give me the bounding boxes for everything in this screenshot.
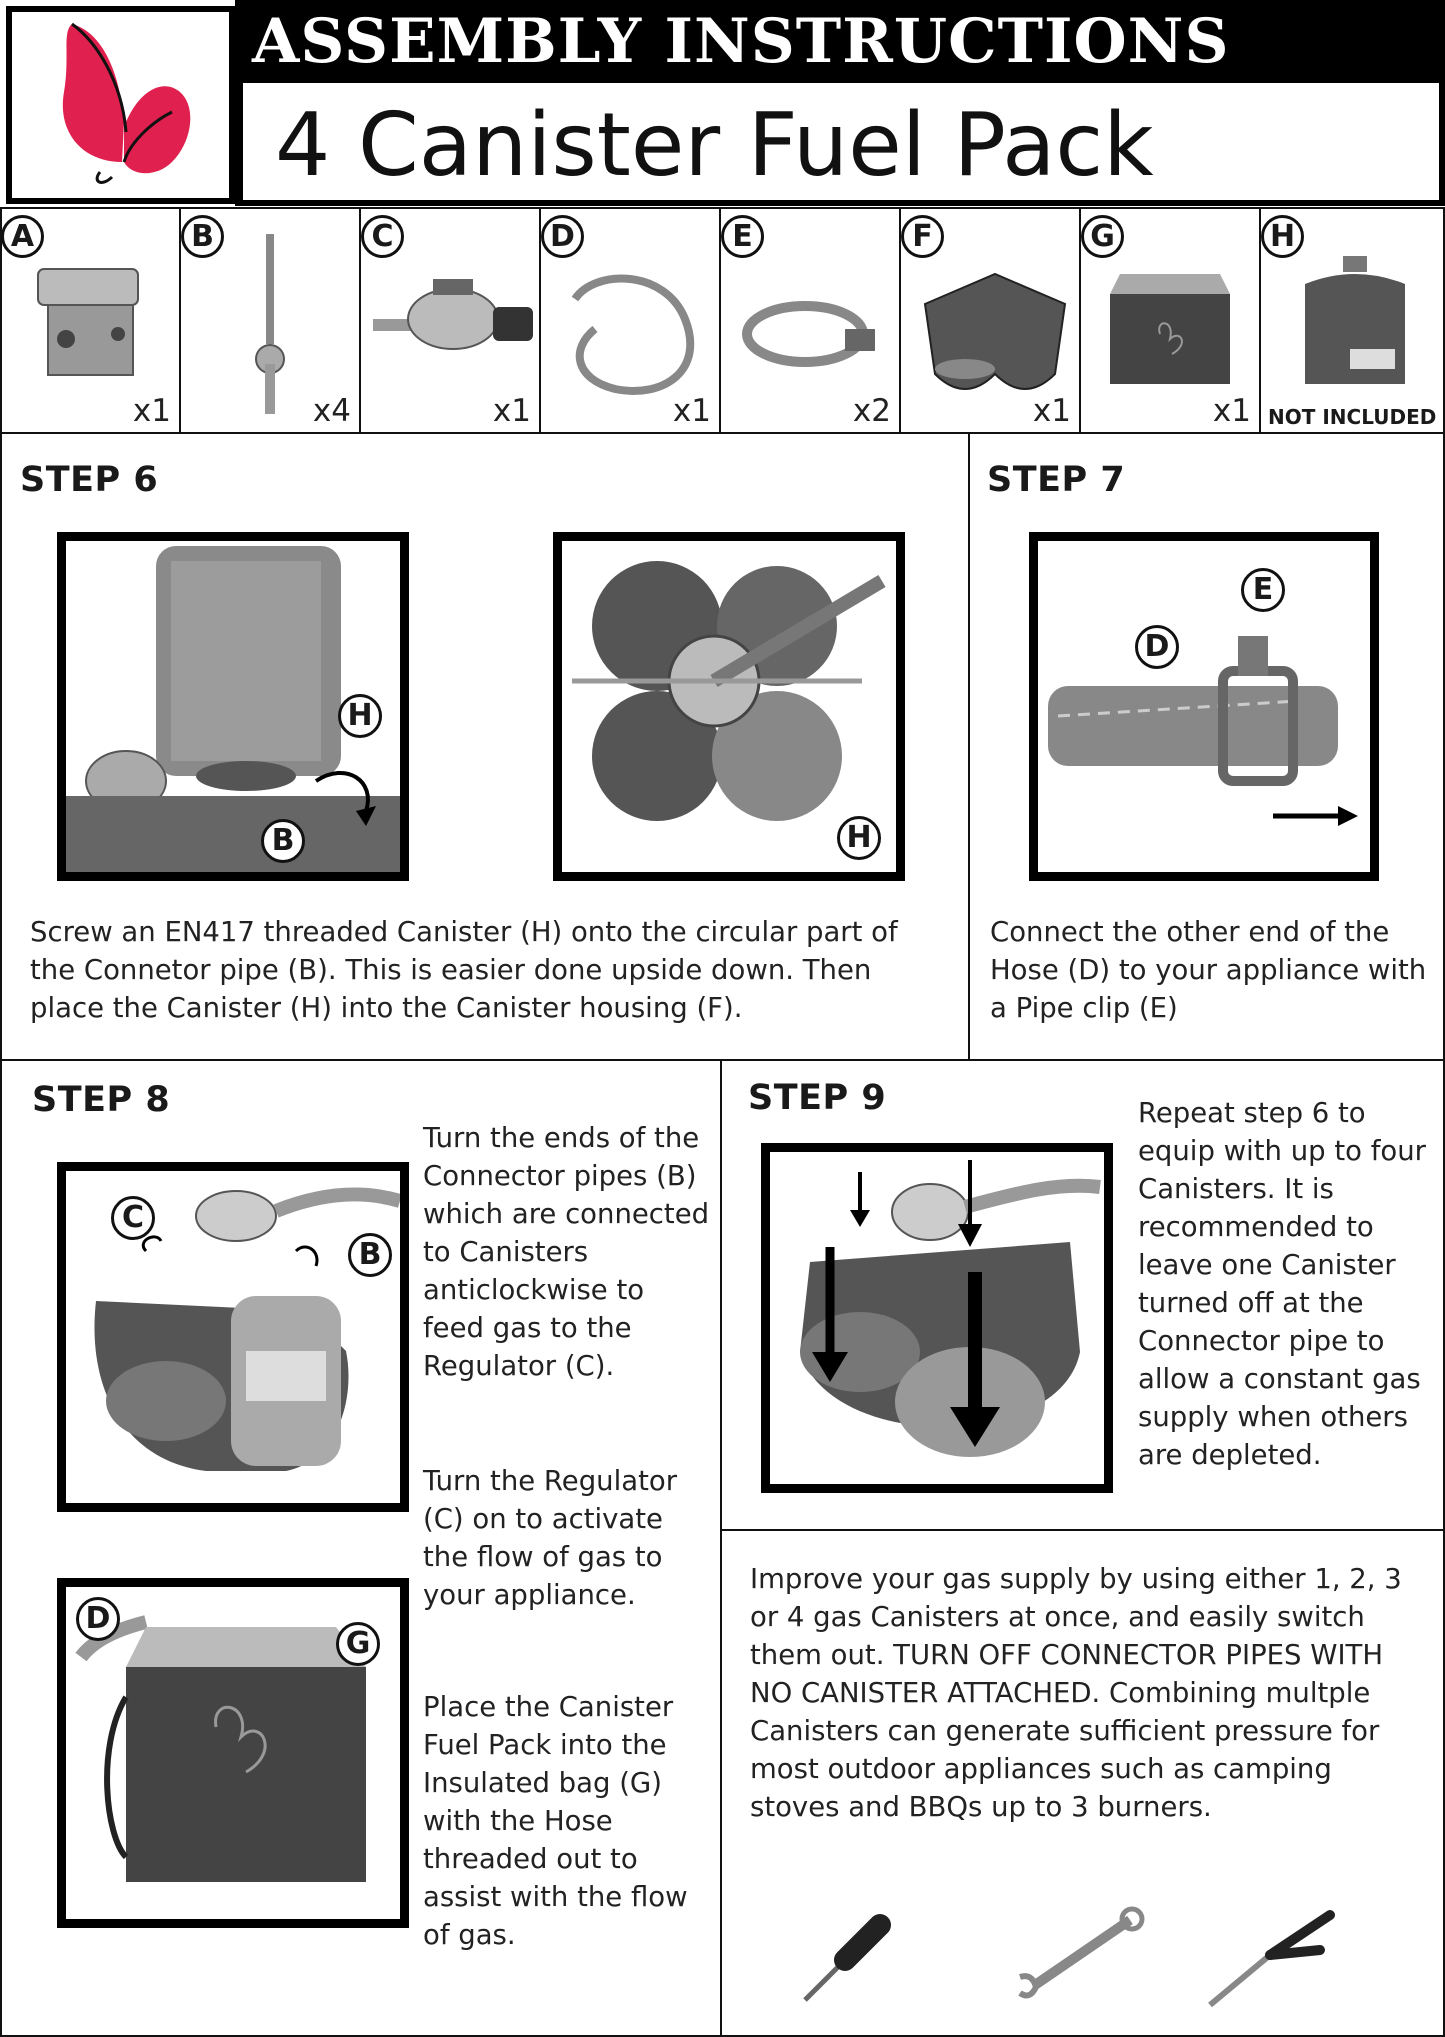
callout-h: H [837, 816, 881, 860]
part-letter: E [721, 215, 764, 258]
divider [968, 432, 970, 1060]
step-7-photo: E D [1029, 532, 1379, 881]
info-text: Improve your gas supply by using either … [750, 1563, 1402, 1823]
header-bar [235, 0, 1445, 83]
insulated-bag-icon [1110, 274, 1230, 384]
step-7-text: Connect the other end of the Hose (D) to… [990, 916, 1427, 1024]
part-letter: B [181, 215, 224, 258]
gas-canister-icon [1305, 256, 1405, 384]
insert-canisters-icon [800, 1160, 1101, 1457]
divider [0, 432, 1445, 434]
part-letter: G [1081, 215, 1124, 258]
step-9-photo [761, 1143, 1113, 1493]
callout-h: H [338, 694, 382, 738]
callout-b: B [348, 1233, 392, 1277]
step-9-text: Repeat step 6 to equip with up to four C… [1138, 1097, 1426, 1471]
part-a: A x1 [0, 209, 181, 433]
connector-block-icon [37, 268, 139, 376]
step-8-text-2: Turn the Regulator (C) on to activate th… [423, 1465, 677, 1611]
part-d: D x1 [540, 209, 721, 433]
product-title: 4 Canister Fuel Pack [275, 94, 1154, 196]
canister-upside-down-icon [66, 546, 400, 872]
step-6-photo-1: H B [57, 532, 409, 881]
hose-icon [571, 274, 695, 395]
callout-c: C [111, 1196, 155, 1240]
hose-and-clip-icon [1048, 636, 1358, 826]
divider [720, 1059, 722, 2037]
step-6-heading: STEP 6 [20, 460, 159, 500]
brand-logo [6, 6, 235, 204]
part-qty: x1 [132, 393, 171, 429]
connector-pipe-icon [255, 234, 285, 414]
divider [0, 207, 2, 2037]
divider [0, 1059, 1445, 1061]
part-qty: x1 [492, 393, 531, 429]
callout-g: G [336, 1622, 380, 1666]
regulator-assembly-icon [94, 1187, 400, 1471]
part-letter: F [901, 215, 944, 258]
part-e: E x2 [720, 209, 901, 433]
part-qty: x1 [1212, 393, 1251, 429]
step-8-heading: STEP 8 [32, 1080, 171, 1120]
divider [720, 1529, 1445, 1531]
callout-e: E [1241, 568, 1285, 612]
part-qty: x4 [312, 393, 351, 429]
product-title-box [235, 76, 1445, 206]
step-6-text: Screw an EN417 threaded Canister (H) ont… [30, 916, 898, 1024]
step-6-photo-2: H [553, 532, 905, 881]
step-8-text-3: Place the Canister Fuel Pack into the In… [423, 1691, 688, 1951]
step-8-photo-1: C B [57, 1162, 409, 1512]
callout-b: B [261, 819, 305, 863]
part-b: B x4 [180, 209, 361, 433]
step-7-heading: STEP 7 [987, 460, 1126, 500]
pliers-icon [1208, 1910, 1335, 2008]
butterfly-logo-icon [62, 22, 191, 184]
pipe-clip-icon [742, 301, 875, 367]
canister-housing-icon [923, 272, 1067, 390]
divider [1443, 207, 1445, 2037]
part-letter: A [1, 215, 44, 258]
part-c: C x1 [360, 209, 541, 433]
part-h: H NOT INCLUDED [1260, 209, 1445, 433]
part-qty: x1 [1032, 393, 1071, 429]
divider [0, 2035, 1445, 2037]
part-f: F x1 [900, 209, 1081, 433]
callout-d: D [1135, 625, 1179, 669]
part-letter: D [541, 215, 584, 258]
bag-with-pack-icon [75, 1615, 366, 1882]
regulator-icon [373, 279, 533, 350]
four-canisters-top-view-icon [572, 561, 886, 821]
part-letter: H [1261, 215, 1304, 258]
screwdriver-icon [803, 1914, 891, 2002]
spanner-icon [1018, 1906, 1145, 1999]
part-qty: x1 [672, 393, 711, 429]
part-qty: x2 [852, 393, 891, 429]
part-g: G x1 [1080, 209, 1261, 433]
callout-d: D [76, 1597, 120, 1641]
part-letter: C [361, 215, 404, 258]
step-8-photo-2: D G [57, 1578, 409, 1928]
not-included-label: NOT INCLUDED [1268, 405, 1437, 429]
step-8-text-1: Turn the ends of the Connector pipes (B)… [423, 1122, 710, 1382]
divider [0, 207, 1445, 209]
step-9-heading: STEP 9 [748, 1078, 887, 1118]
page-title: ASSEMBLY INSTRUCTIONS [252, 6, 1230, 77]
